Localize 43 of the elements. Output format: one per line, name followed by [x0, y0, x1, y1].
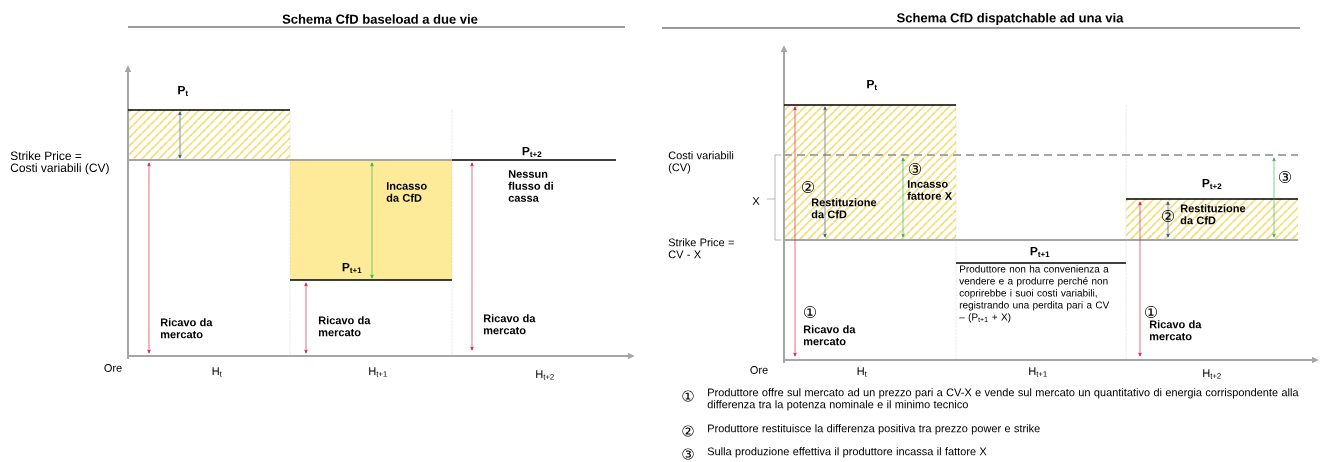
annotation-text: Restituzione da CfD	[1180, 204, 1246, 225]
note-text: Produttore offre sul mercato ad un prezzo pari a CV-X e vende sul mercato un quantitativo di energia corrispondente alla differenza tra la potenza nominale e il minimo tecnico	[707, 388, 1299, 411]
axis-label: Ore	[104, 364, 122, 372]
callout-number: ③	[682, 448, 694, 460]
price-label: P$_{t+2}$	[1202, 178, 1222, 190]
annotation-text: Incasso fattore X	[907, 180, 952, 200]
note-text: Produttore non ha convenienza a vendere e a produrre perché non coprirebbe i suoi costi variabili, registrando una perdita pari a CV – (P$_{t+1}$ + X)	[959, 265, 1110, 323]
price-label: P$_{t+1}$	[1030, 246, 1050, 258]
annotation-text: Ricavo da mercato	[483, 314, 536, 335]
note-text: Produttore restituisce la differenza positiva tra prezzo power e strike	[708, 424, 1040, 435]
axis-label: X	[752, 197, 760, 205]
axis-label: H$_{t}$	[857, 367, 867, 377]
callout-number: ③	[1279, 171, 1291, 183]
callout-number: ①	[804, 306, 816, 318]
axis-label: H$_{t+1}$	[369, 367, 387, 377]
panel-title: Schema CfD baseload a due vie	[282, 14, 478, 24]
axis-label: H$_{t+1}$	[1029, 367, 1047, 377]
panel-title: Schema CfD dispatchable ad una via	[896, 12, 1124, 26]
callout-number: ③	[909, 163, 921, 175]
axis-label: H$_{t}$	[212, 367, 222, 377]
price-label: P$_{t}$	[867, 79, 877, 91]
callout-number: ②	[682, 425, 694, 437]
axis-label: Ore	[750, 366, 768, 374]
price-label: P$_{t}$	[178, 85, 188, 97]
callout-number: ②	[802, 181, 814, 193]
annotation-text: Restituzione da CfD	[811, 198, 877, 219]
annotation-text: Ricavo da mercato	[160, 318, 213, 339]
annotation-text: Ricavo da mercato	[1149, 320, 1202, 341]
callout-number: ①	[1145, 306, 1157, 318]
annotation-text: Nessun flusso di cassa	[508, 170, 553, 202]
annotation-text: Ricavo da mercato	[803, 325, 856, 346]
axis-label: H$_{t+2}$	[536, 370, 554, 380]
annotation-text: Ricavo da mercato	[318, 316, 371, 337]
axis-label: Strike Price = Costi variabili (CV)	[10, 151, 109, 175]
price-label: P$_{t+1}$	[342, 262, 362, 274]
axis-label: Costi variabili (CV)	[668, 151, 734, 174]
price-label: P$_{t+2}$	[522, 146, 542, 158]
axis-label: Strike Price = CV - X	[668, 238, 734, 259]
annotation-text: Incasso da CfD	[386, 182, 427, 202]
callout-number: ②	[1162, 210, 1174, 222]
note-text: Sulla produzione effettiva il produttore incassa il fattore X	[707, 447, 987, 458]
axis-label: H$_{t+2}$	[1203, 369, 1221, 379]
callout-number: ①	[682, 390, 694, 402]
